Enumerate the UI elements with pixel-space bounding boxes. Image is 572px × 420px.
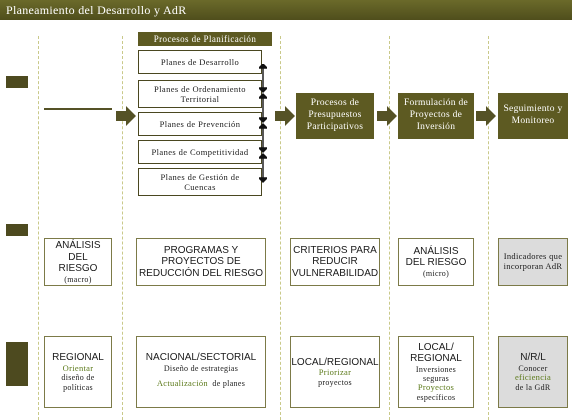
connector-line (44, 108, 112, 110)
box-subtitle: proyectos (318, 378, 352, 388)
plan-prevencion: Planes de Prevención (138, 112, 262, 136)
arrow-right-icon (377, 106, 397, 126)
arrow-right-icon (116, 106, 136, 126)
box-subtitle: diseño de políticas (61, 373, 95, 392)
box-highlight: Actualización (156, 378, 208, 389)
local-regional-box: LOCAL/REGIONAL Priorizar proyectos (290, 336, 380, 408)
analisis-riesgo-micro-box: ANÁLISIS DEL RIESGO (micro) (398, 238, 474, 286)
column-divider (122, 36, 123, 420)
column-divider (488, 36, 489, 420)
column-divider (389, 36, 390, 420)
column-divider (280, 36, 281, 420)
row-marker-1 (6, 76, 28, 88)
box-subtitle: Conocer (518, 363, 548, 373)
box-subtitle-2: de planes (212, 379, 246, 389)
box-title: LOCAL/ REGIONAL (410, 341, 462, 365)
box-title: PROGRAMAS Y PROYECTOS DE REDUCCIÓN DEL R… (138, 244, 264, 279)
box-title: N/R/L (520, 352, 546, 364)
box-highlight: eficiencia (514, 371, 552, 382)
plan-cuencas: Planes de Gestión de Cuencas (138, 168, 262, 196)
local-regional-2-box: LOCAL/ REGIONAL Inversiones seguras Proy… (398, 336, 474, 408)
plan-competitividad: Planes de Competitividad (138, 140, 262, 164)
row-marker-2 (6, 224, 28, 236)
criterios-vulnerabilidad-box: CRITERIOS PARA REDUCIR VULNERABILIDAD (290, 238, 380, 286)
box-subtitle-2: de la GdR (515, 382, 551, 392)
box-title: Indicadores que incorporan AdR (503, 251, 563, 271)
arrow-right-icon (476, 106, 496, 126)
box-subtitle: (macro) (64, 274, 92, 284)
box-highlight: Proyectos (417, 382, 455, 393)
nacional-sectorial-box: NACIONAL/SECTORIAL Diseño de estrategias… (136, 336, 266, 408)
box-line: Actualización de planes (157, 373, 245, 391)
regional-box: REGIONAL Orientar diseño de políticas (44, 336, 112, 408)
box-subtitle: (micro) (422, 268, 450, 278)
nrl-box: N/R/L Conocer eficiencia de la GdR (498, 336, 568, 408)
box-title: ANÁLISIS DEL RIESGO (405, 245, 467, 269)
box-subtitle: Inversiones seguras (415, 364, 457, 384)
procesos-presupuestos-box: Procesos de Presupuestos Participativos (296, 93, 374, 139)
programas-proyectos-box: PROGRAMAS Y PROYECTOS DE REDUCCIÓN DEL R… (136, 238, 266, 286)
seguimiento-monitoreo-box: Seguimiento y Monitoreo (498, 93, 568, 139)
procesos-planificacion-header: Procesos de Planificación (138, 32, 272, 46)
page-title: Planeamiento del Desarrollo y AdR (0, 0, 572, 20)
row-marker-3 (6, 342, 28, 386)
plan-desarrollo: Planes de Desarrollo (138, 50, 262, 74)
box-title: REGIONAL (52, 352, 104, 364)
box-title: ANÁLISIS DEL RIESGO (55, 240, 101, 275)
indicadores-box: Indicadores que incorporan AdR (498, 238, 568, 286)
formulacion-proyectos-box: Formulación de Proyectos de Inversión (398, 93, 474, 139)
box-title: LOCAL/REGIONAL (291, 356, 379, 368)
double-arrow-icons (259, 64, 267, 183)
plan-ordenamiento: Planes de Ordenamiento Territorial (138, 80, 262, 108)
box-title: NACIONAL/SECTORIAL (145, 352, 257, 364)
box-subtitle: Diseño de estrategias (163, 363, 239, 373)
box-title: CRITERIOS PARA REDUCIR VULNERABILIDAD (292, 244, 379, 279)
box-subtitle-2: específicos (416, 392, 456, 402)
column-divider (38, 36, 39, 420)
box-highlight: Orientar (62, 362, 94, 373)
box-highlight: Priorizar (318, 367, 352, 378)
analisis-riesgo-macro-box: ANÁLISIS DEL RIESGO (macro) (44, 238, 112, 286)
arrow-right-icon (275, 106, 295, 126)
